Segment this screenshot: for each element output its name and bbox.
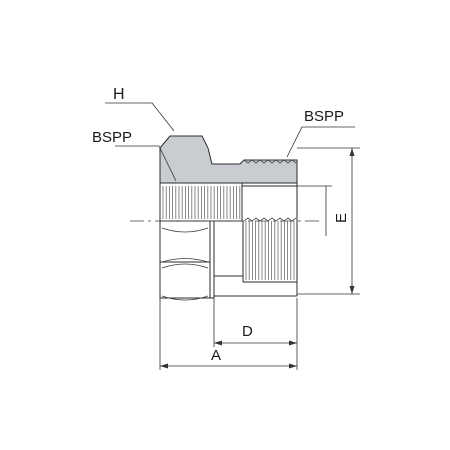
hex-leader xyxy=(105,102,175,132)
label-thread-right: BSPP xyxy=(304,108,344,125)
dim-a-lines xyxy=(159,298,297,370)
label-thread-left: BSPP xyxy=(92,129,132,146)
upper-right-thread-teeth xyxy=(243,159,297,164)
lower-right-thread xyxy=(243,217,297,280)
thread-right-leader xyxy=(286,126,355,158)
label-dim-a: A xyxy=(211,347,221,364)
label-dim-e: E xyxy=(333,213,350,223)
dim-d-lines xyxy=(213,298,298,370)
right-body xyxy=(214,160,298,297)
hex-section-fill xyxy=(159,135,298,187)
thread-left-leader xyxy=(115,145,177,182)
left-internal-thread xyxy=(159,182,243,222)
label-dim-d: D xyxy=(242,323,253,340)
hex-body xyxy=(159,220,215,301)
dim-e-lines xyxy=(297,147,360,295)
label-hex: H xyxy=(113,86,125,103)
